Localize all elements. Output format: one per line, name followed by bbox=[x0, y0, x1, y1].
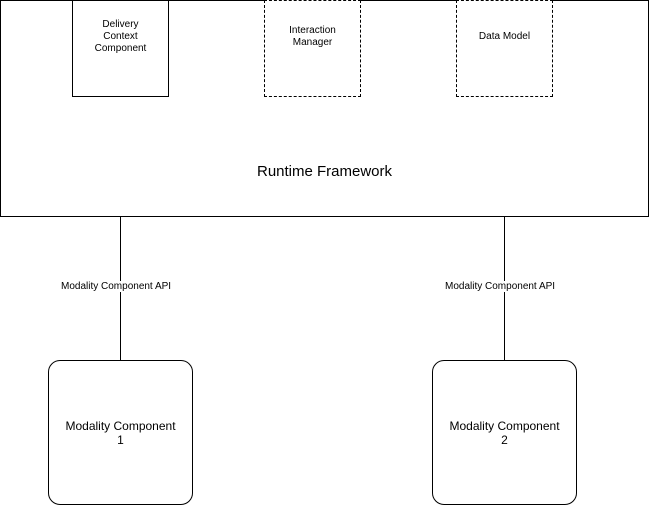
interaction-manager-box: Interaction Manager bbox=[264, 0, 361, 97]
delivery-context-component-label: Delivery Context Component bbox=[94, 18, 147, 54]
modality-component-2-box: Modality Component 2 bbox=[432, 360, 577, 505]
modality-component-api-label-1: Modality Component API bbox=[60, 281, 173, 292]
interaction-manager-label: Interaction Manager bbox=[289, 24, 336, 48]
delivery-context-component-box: Delivery Context Component bbox=[72, 0, 169, 97]
modality-component-2-label: Modality Component 2 bbox=[449, 418, 560, 447]
modality-component-1-box: Modality Component 1 bbox=[48, 360, 193, 505]
modality-component-1-label: Modality Component 1 bbox=[65, 418, 176, 447]
data-model-label: Data Model bbox=[478, 30, 531, 42]
data-model-box: Data Model bbox=[456, 0, 553, 97]
runtime-framework-label: Runtime Framework bbox=[256, 163, 393, 180]
modality-component-api-label-2: Modality Component API bbox=[444, 281, 557, 292]
